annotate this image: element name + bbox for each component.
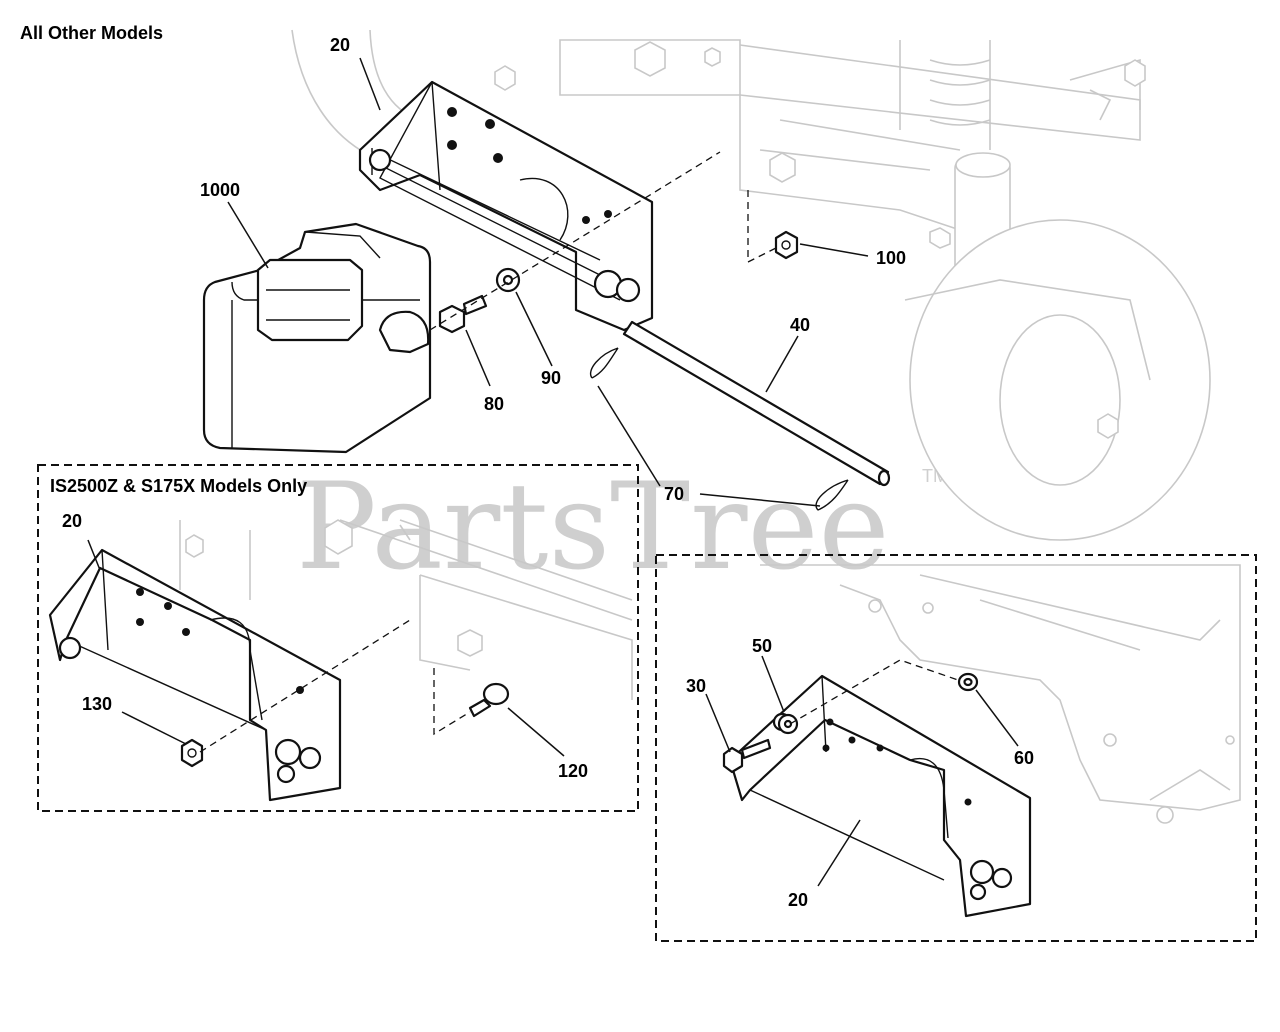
callout-50: 50 <box>752 636 772 656</box>
callout-20-right: 20 <box>788 890 808 910</box>
callout-20-left: 20 <box>62 511 82 531</box>
callout-1000: 1000 <box>200 180 240 200</box>
left-inset-border <box>37 464 639 812</box>
callout-100: 100 <box>876 248 906 268</box>
ghost-mower-frame-top <box>291 29 1211 541</box>
right-inset-border <box>655 554 1257 942</box>
callout-20-top: 20 <box>330 35 350 55</box>
callout-130: 130 <box>82 694 112 714</box>
nut-part-60 <box>957 672 979 692</box>
ghost-frame-right-inset <box>760 564 1241 824</box>
assembly-line-right <box>789 659 959 725</box>
washer-part-50 <box>777 713 799 735</box>
bracket-part-20-right <box>728 674 1032 918</box>
left-inset-title: IS2500Z & S175X Models Only <box>50 476 307 496</box>
bolt-part-80 <box>438 294 488 334</box>
right-inset: 50 30 60 20 <box>655 554 1257 942</box>
leader-20-right <box>817 819 861 887</box>
bolt-part-120 <box>468 682 510 718</box>
nut-part-130 <box>180 738 204 768</box>
callout-80: 80 <box>484 394 504 414</box>
callout-30: 30 <box>686 676 706 696</box>
leader-60 <box>975 689 1019 747</box>
leader-50 <box>761 655 785 713</box>
bracket-part-20-left <box>48 548 342 802</box>
callout-120: 120 <box>558 761 588 781</box>
assembly-line-left-bolt <box>433 668 471 736</box>
main-section-title: All Other Models <box>20 23 163 43</box>
nut-part-100 <box>774 230 799 260</box>
leader-20-left <box>87 539 101 571</box>
callout-90: 90 <box>541 368 561 388</box>
leader-120 <box>507 707 565 757</box>
watermark-text: PartsTree <box>296 458 890 597</box>
hairpin-part-70-upper <box>589 347 619 379</box>
ghost-frame-left-inset <box>179 519 633 700</box>
pin-part-40 <box>622 320 891 487</box>
callout-60: 60 <box>1014 748 1034 768</box>
left-inset: IS2500Z & S175X Models Only <box>37 464 639 812</box>
washer-part-90 <box>495 267 521 293</box>
bolt-part-30 <box>722 738 772 774</box>
leader-lines-top <box>227 57 869 507</box>
leader-30 <box>705 693 731 753</box>
assembly-line-nut <box>747 190 781 264</box>
weight-part-1000 <box>202 222 432 454</box>
assembly-line-bolt <box>429 151 721 331</box>
bracket-part-20-top <box>358 80 654 332</box>
callout-70: 70 <box>664 484 684 504</box>
assembly-line-left-nut <box>199 619 411 753</box>
callout-40: 40 <box>790 315 810 335</box>
hairpin-part-70-lower <box>815 479 849 511</box>
leader-130 <box>121 711 187 745</box>
